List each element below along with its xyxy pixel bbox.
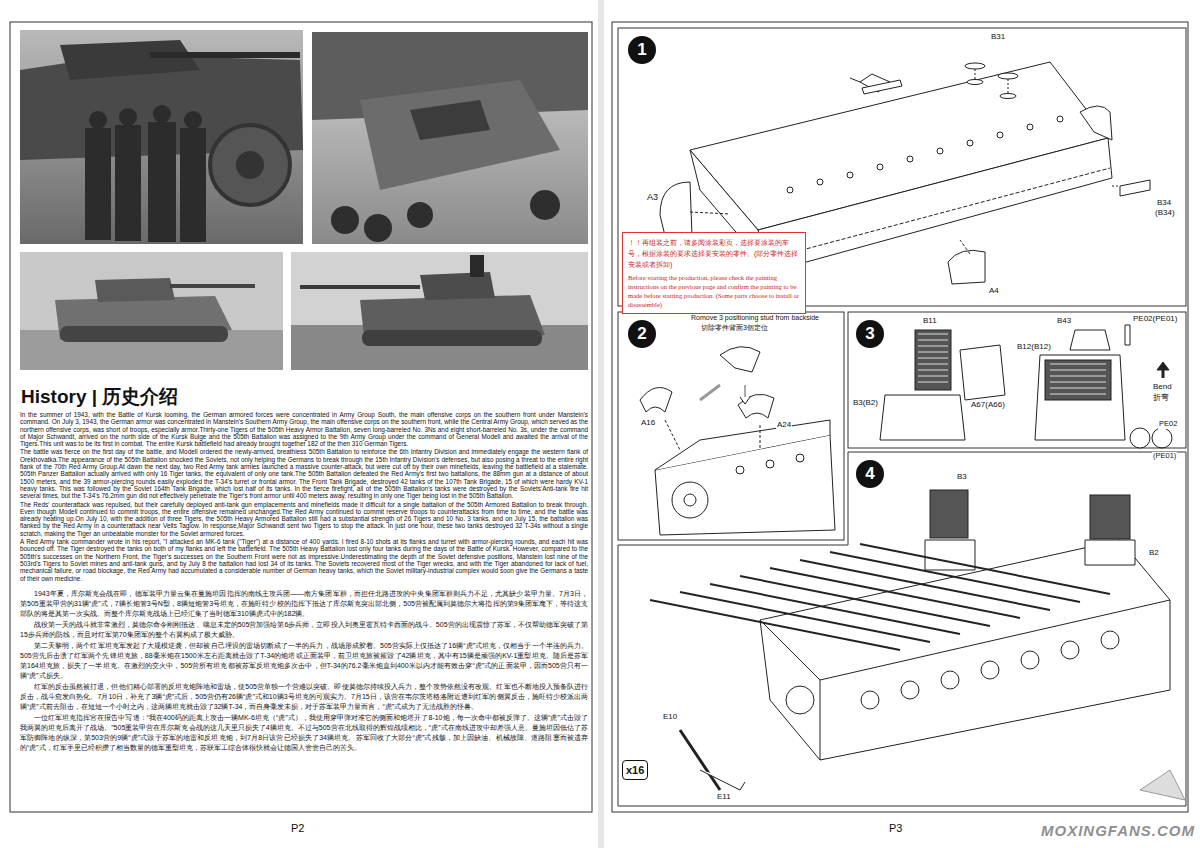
page-frame [10, 22, 592, 812]
history-paragraph: The battle was fierce on the first day o… [20, 448, 588, 499]
part-number: A4 [988, 286, 1000, 295]
part-number: B11 [922, 316, 938, 325]
photo [312, 32, 588, 244]
part-number: B12(B12) [1016, 342, 1052, 351]
instruction-note: 切除零件背面3個定位 [700, 324, 769, 332]
part-number: E11 [716, 792, 732, 801]
part-number: B3 [956, 472, 968, 481]
note-text: ！！再组装之前，请多阅涂装彩页，选择要涂装的车号，根据涂装的要求选择要安装的零件… [628, 237, 800, 270]
quantity-box: x16 [622, 760, 648, 780]
part-number: PE02(PE01) [1132, 314, 1178, 323]
history-paragraph-chinese: 红军的反击虽然被打退，但他们精心部署的反坦克炮阵地和雷场，使505营单独一个营难… [20, 682, 588, 712]
history-paragraph: A Red Army tank commander wrote in his r… [20, 538, 588, 582]
watermark: MOXINGFANS.COM [1040, 822, 1196, 839]
history-paragraph-chinese: 战役第一天的战斗就非常激烈，莫德尔命令刚刚抵达、喘息未定的505营加强给第6步兵… [20, 620, 588, 640]
step-panel [618, 28, 1186, 806]
part-number: A16 [640, 418, 656, 427]
part-number: B3(B2) [852, 398, 879, 407]
node-text: 1 [637, 40, 646, 60]
part-number: B34 [1156, 198, 1172, 207]
part-number: B43 [1056, 316, 1072, 325]
step-number: 3 [856, 320, 884, 348]
node-text: 3 [865, 324, 874, 344]
hull-detail [640, 347, 835, 535]
part-number: E10 [662, 712, 678, 721]
photo [20, 252, 283, 370]
part-number: (PE01) [1152, 452, 1177, 461]
history-paragraph: In the summer of 1943, with the Battle o… [20, 411, 588, 447]
step-number: 1 [628, 36, 656, 64]
part-number: A24 [776, 420, 792, 429]
history-paragraph-chinese: 1943年夏，库尔斯克会战在即，德军装甲力量云集在曼施坦因指挥的南线主攻兵团——… [20, 589, 588, 619]
node-text: x16 [626, 764, 644, 776]
part-number: PE02 [1158, 420, 1178, 429]
gutter [598, 0, 604, 848]
part-number: B31 [990, 32, 1006, 41]
lower-hull [650, 490, 1185, 800]
photo [291, 252, 588, 370]
history-paragraph: The Reds' counterattack was repulsed, bu… [20, 501, 588, 537]
page-frame [612, 22, 1188, 812]
section-heading: History | 历史介绍 [20, 386, 179, 408]
note-text: Before starting the production, please c… [628, 273, 800, 309]
node-text: 4 [865, 464, 874, 484]
step-number: 4 [856, 460, 884, 488]
part-number: A67(A66) [970, 400, 1006, 409]
bend-note: Bend [1152, 382, 1173, 391]
history-paragraph-chinese: 一位红军坦克指挥官在报告中写道：“我在400码的距离上攻击一辆MK-6坦克（“虎… [20, 713, 588, 753]
page-number: P3 [888, 822, 903, 835]
photo [20, 30, 303, 244]
filter-housing [880, 325, 1172, 448]
bend-note: 折弯 [1152, 393, 1170, 402]
part-number: B2 [1148, 548, 1160, 557]
instruction-note: Romove 3 positioning stud from backside [690, 314, 820, 322]
history-text: In the summer of 1943, with the Battle o… [20, 411, 588, 583]
history-text-chinese: 1943年夏，库尔斯克会战在即，德军装甲力量云集在曼施坦因指挥的南线主攻兵团——… [20, 589, 588, 754]
history-paragraph-chinese: 第二天黎明，两个红军坦克军发起了大规模逆袭，但却被自己埋设的雷场切断成了一半的兵… [20, 641, 588, 681]
step-number: 2 [628, 320, 656, 348]
part-number: (B34) [1154, 208, 1176, 217]
page-number: P2 [290, 822, 305, 835]
node-text: 2 [637, 324, 646, 344]
part-number: A3 [646, 192, 659, 202]
warning-box: ！！再组装之前，请多阅涂装彩页，选择要涂装的车号，根据涂装的要求选择要安装的零件… [622, 232, 806, 314]
